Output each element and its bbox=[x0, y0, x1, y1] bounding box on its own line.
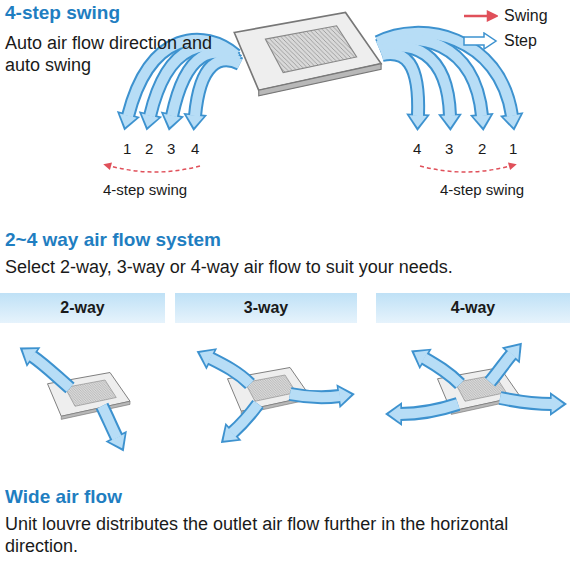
description: Unit louvre distributes the outlet air f… bbox=[5, 514, 565, 557]
mode-band: 2-way bbox=[0, 293, 165, 323]
step-number: 1 bbox=[509, 140, 517, 158]
description: Auto air flow direction and auto swing bbox=[5, 33, 230, 76]
legend-entry: Swing bbox=[462, 7, 548, 25]
step-arrow-sample bbox=[462, 32, 498, 50]
legend-text: Swing bbox=[504, 7, 548, 25]
section-heading: 4-step swing bbox=[5, 2, 120, 25]
swing-caption: 4-step swing bbox=[440, 181, 524, 199]
legend-text: Step bbox=[504, 32, 537, 50]
step-number: 4 bbox=[191, 140, 199, 158]
swing-arrow-sample bbox=[462, 7, 498, 25]
step-number: 2 bbox=[478, 140, 486, 158]
step-number: 2 bbox=[145, 140, 153, 158]
step-number: 3 bbox=[445, 140, 453, 158]
mode-band: 3-way bbox=[175, 293, 357, 323]
legend-entry: Step bbox=[462, 32, 537, 50]
mode-title: 3-way bbox=[238, 295, 294, 321]
section-heading: Wide air flow bbox=[5, 486, 122, 509]
step-number: 1 bbox=[123, 140, 131, 158]
step-number: 4 bbox=[413, 140, 421, 158]
section-heading: 2~4 way air flow system bbox=[5, 229, 221, 252]
step-number: 3 bbox=[167, 140, 175, 158]
mode-title: 4-way bbox=[445, 295, 501, 321]
swing-caption: 4-step swing bbox=[103, 181, 187, 199]
mode-band: 4-way bbox=[376, 293, 570, 323]
description: Select 2-way, 3-way or 4-way air flow to… bbox=[5, 257, 565, 279]
mode-title: 2-way bbox=[54, 295, 110, 321]
